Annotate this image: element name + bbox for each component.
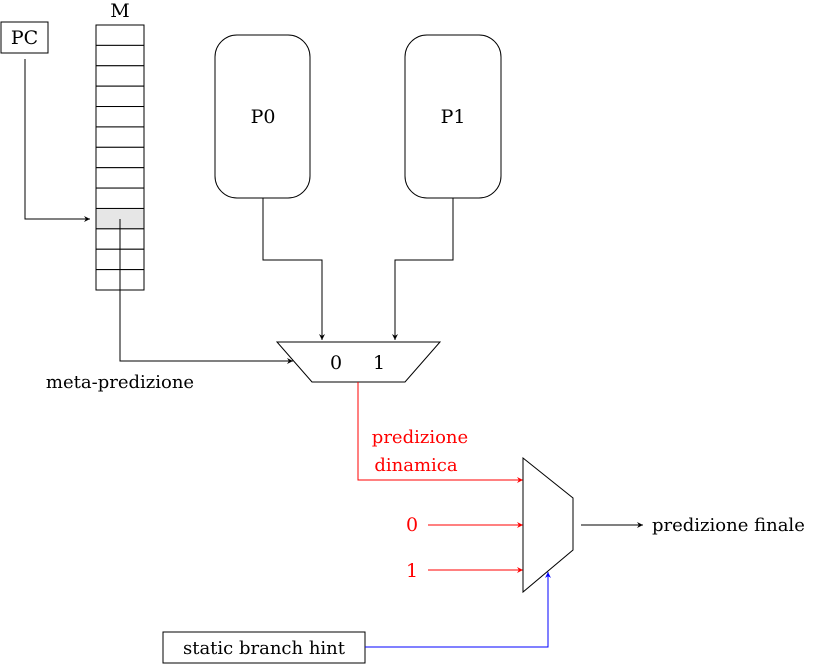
static-hint-label: static branch hint [183, 638, 346, 659]
predictor-p1: P1 [404, 34, 502, 199]
static-hint-node: static branch hint [162, 631, 366, 664]
memory-to-mux-arrow [119, 219, 293, 364]
static-hint-arrow [365, 572, 551, 648]
meta-prediction-label: meta-predizione [46, 372, 194, 393]
memory-label: M [110, 0, 129, 22]
memory-row [95, 44, 145, 67]
pc-to-memory-arrow [24, 59, 90, 222]
final-prediction-label: predizione finale [652, 515, 805, 536]
predictor-p1-label: P1 [441, 106, 466, 128]
dynamic-prediction-label-line2: dinamica [374, 455, 458, 476]
const-input-0-label: 0 [406, 514, 418, 536]
dynamic-prediction-arrow [357, 382, 523, 483]
static-hint-box [162, 631, 366, 664]
final-mux-shape [522, 456, 574, 594]
pc-node: PC [0, 21, 49, 54]
memory-row [95, 24, 145, 46]
meta-mux: 0 1 [275, 341, 442, 383]
memory-rows [95, 24, 145, 291]
predictor-p0: P0 [214, 34, 311, 199]
memory-row [95, 65, 145, 87]
memory-row [95, 126, 145, 148]
memory-row [95, 85, 145, 108]
memory-row [95, 187, 145, 209]
meta-mux-input-1: 1 [373, 352, 385, 374]
const-input-1-label: 1 [406, 560, 418, 582]
memory-table: M [95, 0, 145, 291]
meta-mux-input-0: 0 [330, 352, 342, 374]
p0-to-mux-arrow [262, 198, 325, 340]
p1-to-mux-arrow [392, 198, 454, 340]
predictor-p0-label: P0 [251, 106, 276, 128]
dynamic-prediction-label-line1: predizione [372, 427, 468, 448]
meta-mux-shape [275, 341, 442, 383]
memory-row [95, 106, 145, 128]
pc-box [0, 21, 49, 54]
pc-label: PC [11, 27, 38, 49]
memory-row [95, 146, 145, 169]
memory-row [95, 167, 145, 189]
